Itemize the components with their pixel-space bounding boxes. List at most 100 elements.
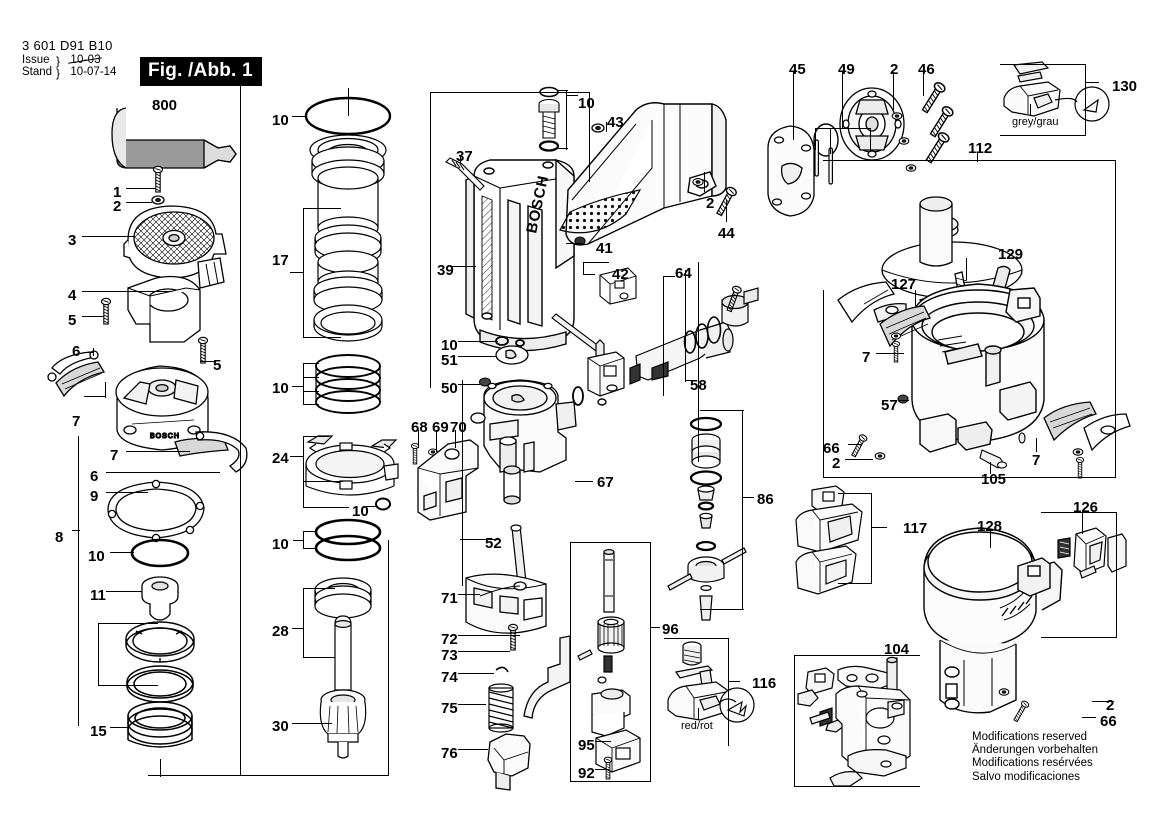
callout-69: 69: [432, 419, 449, 436]
svg-text:BOSCH: BOSCH: [150, 433, 180, 440]
stand-value: 10-07-14: [70, 66, 117, 79]
tick-r4: [303, 404, 319, 406]
leader-51: [458, 356, 496, 358]
callout-10: 10: [352, 503, 369, 520]
callout-10: 10: [272, 112, 289, 129]
bracket-10-rings: [303, 363, 305, 405]
leader-68: [418, 430, 420, 448]
callout-8: 8: [55, 529, 64, 546]
callout-104: 104: [884, 641, 910, 658]
bracket-96-b: [570, 781, 650, 783]
callout-45: 45: [789, 61, 806, 78]
leader-2f: [1092, 701, 1114, 703]
leader-70: [455, 430, 457, 448]
leader-69: [436, 430, 438, 452]
callout-51: 51: [441, 352, 458, 369]
callout-72: 72: [441, 631, 458, 648]
callout-68: 68: [411, 419, 428, 436]
leader-7: [84, 396, 106, 398]
callout-76: 76: [441, 745, 458, 762]
leader-4: [82, 291, 172, 293]
leader-52: [460, 539, 500, 541]
callout-92: 92: [578, 765, 595, 782]
callout-7: 7: [72, 413, 81, 430]
leader-10b: [292, 116, 306, 118]
callout-126: 126: [1073, 499, 1099, 516]
callout-2: 2: [113, 198, 122, 215]
divider-col1: [240, 86, 242, 776]
callout-4: 4: [68, 287, 77, 304]
figure-title-badge: Fig. /Abb. 1: [140, 57, 262, 86]
tick-r2: [303, 377, 319, 379]
bracket-117: [871, 493, 873, 584]
bracket-96-left: [570, 542, 572, 782]
bracket-17-b: [303, 337, 341, 339]
callout-30: 30: [272, 718, 289, 735]
bracket-86-b: [700, 609, 744, 611]
frame-39-left: [430, 92, 432, 388]
leader-5b: [200, 361, 216, 363]
callout-74: 74: [441, 669, 458, 686]
bracket-24-b: [303, 507, 349, 509]
leader-95: [595, 741, 611, 743]
legal-footer: Modifications reserved Änderungen vorbeh…: [972, 731, 1098, 784]
callout-73: 73: [441, 647, 458, 664]
divider-col1-bottom: [148, 775, 388, 777]
callout-2: 2: [832, 455, 841, 472]
bracket-49-b: [830, 128, 832, 154]
leader-127: [915, 290, 917, 306]
leader-6: [86, 352, 94, 354]
leader-10a: [110, 552, 134, 554]
leader-1: [126, 188, 156, 190]
tick-r1: [303, 363, 319, 365]
callout-129: 129: [998, 246, 1024, 263]
frame-39-top: [430, 92, 590, 94]
callout-43: 43: [607, 114, 624, 131]
frame-116: [728, 638, 730, 746]
bracket-96: [650, 542, 652, 782]
callout-49: 49: [838, 61, 855, 78]
callout-24: 24: [272, 450, 289, 467]
bracket-28-t: [303, 588, 335, 590]
callout-1: 1: [113, 184, 122, 201]
leader-10d: [366, 506, 378, 508]
callout-64: 64: [675, 265, 692, 282]
callout-15: 15: [90, 723, 107, 740]
leader-73: [458, 651, 510, 653]
frame-58: [685, 270, 687, 370]
leader-7v: [105, 382, 107, 398]
frame-112-right: [1115, 160, 1117, 478]
callout-800: 800: [152, 97, 178, 114]
bracket-117-b: [838, 583, 872, 585]
footer-de: Änderungen vorbehalten: [972, 744, 1098, 757]
leader-49: [842, 72, 844, 128]
stand-label: Stand: [22, 66, 53, 79]
callout-46: 46: [918, 61, 935, 78]
issue-label: Issue: [22, 54, 50, 66]
leader-11: [106, 591, 142, 593]
leader-5: [82, 316, 104, 318]
callout-5: 5: [213, 357, 222, 374]
leader-86: [742, 497, 754, 499]
leader-76: [458, 749, 488, 751]
callout-7: 7: [1032, 452, 1041, 469]
frame-126-top: [1041, 512, 1117, 514]
leader-7d: [1036, 438, 1038, 452]
leader-10b-v: [348, 88, 350, 116]
leader-6b: [106, 472, 220, 474]
leader-46: [923, 72, 925, 96]
callout-17: 17: [272, 252, 289, 269]
leader-72: [458, 635, 520, 637]
frame-104-top: [794, 655, 920, 657]
leader-58b: [685, 370, 687, 382]
leader-15v: [160, 759, 162, 777]
bracket-42: [583, 262, 585, 274]
leader-9: [106, 492, 148, 494]
issue-brace: }}: [56, 54, 61, 80]
leader-116: [728, 681, 740, 683]
leader-117: [871, 527, 887, 529]
tick-v1: [558, 90, 568, 92]
callout-105: 105: [981, 471, 1007, 488]
callout-10: 10: [441, 337, 458, 354]
